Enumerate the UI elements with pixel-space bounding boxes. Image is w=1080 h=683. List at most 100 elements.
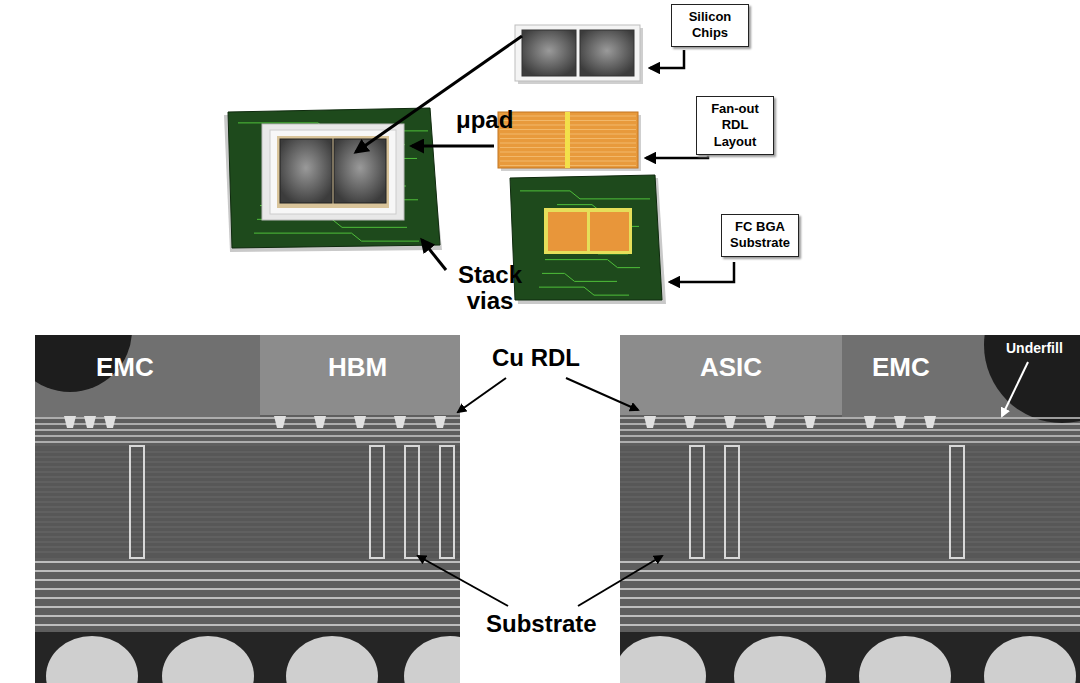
texture-line bbox=[620, 579, 1080, 581]
texture-line bbox=[35, 579, 460, 581]
drawing-rect bbox=[620, 335, 842, 415]
texture-polygon bbox=[724, 416, 736, 428]
drawing-rect bbox=[260, 335, 460, 415]
texture-line bbox=[620, 624, 1080, 626]
texture-polygon bbox=[84, 416, 96, 428]
drawing-line bbox=[1002, 362, 1028, 416]
region-label: Underfill bbox=[1006, 340, 1063, 356]
drawing-rect bbox=[262, 124, 404, 220]
fc-bga-substrate-tile bbox=[510, 175, 666, 304]
texture-rect bbox=[950, 446, 964, 558]
texture-polygon bbox=[354, 416, 366, 428]
texture-polygon bbox=[894, 416, 906, 428]
drawing-rect bbox=[580, 30, 634, 76]
drawing-rect bbox=[35, 335, 460, 683]
texture-rect bbox=[690, 446, 704, 558]
texture-rect bbox=[405, 446, 419, 558]
texture-line bbox=[35, 537, 460, 538]
fan-out-rdl-tile bbox=[498, 112, 641, 171]
drawing-ellipse bbox=[404, 636, 460, 683]
texture-line bbox=[620, 588, 1080, 590]
texture-polygon bbox=[394, 416, 406, 428]
texture-line bbox=[620, 570, 1080, 572]
texture-polyline bbox=[545, 260, 640, 268]
texture-polygon bbox=[314, 416, 326, 428]
texture-line bbox=[35, 552, 460, 553]
drawing-g bbox=[620, 416, 1080, 625]
drawing-ellipse bbox=[984, 636, 1076, 683]
texture-line bbox=[35, 507, 460, 508]
texture-polygon bbox=[804, 416, 816, 428]
region-label: HBM bbox=[328, 352, 387, 383]
texture-line bbox=[35, 487, 460, 488]
texture-line bbox=[35, 462, 460, 463]
drawing-ellipse bbox=[859, 636, 951, 683]
drawing-ellipse bbox=[286, 636, 378, 683]
region-label: EMC bbox=[96, 352, 154, 383]
texture-line bbox=[35, 467, 460, 468]
texture-rect bbox=[440, 446, 454, 558]
drawing-line bbox=[418, 556, 508, 606]
drawing-line bbox=[422, 240, 446, 270]
drawing-rect bbox=[515, 25, 640, 81]
texture-line bbox=[35, 429, 460, 431]
callout-text: FC BGA Substrate bbox=[727, 219, 793, 252]
callout-box: Fan-out RDL Layout bbox=[696, 96, 774, 155]
drawing-rect bbox=[518, 28, 643, 84]
drawing-g bbox=[35, 416, 460, 625]
texture-line bbox=[35, 497, 460, 498]
drawing-rect bbox=[565, 112, 570, 168]
texture-line bbox=[35, 482, 460, 483]
texture-polyline bbox=[539, 287, 629, 295]
drawing-rect bbox=[498, 112, 638, 168]
texture-line bbox=[35, 441, 460, 443]
drawing-polyline bbox=[650, 50, 684, 68]
texture-polygon bbox=[764, 416, 776, 428]
texture-line bbox=[620, 606, 1080, 608]
texture-line bbox=[35, 606, 460, 608]
drawing-rect bbox=[548, 212, 587, 251]
texture-rect bbox=[725, 446, 739, 558]
sem-photo-right bbox=[620, 335, 1080, 683]
leader-arrows bbox=[418, 378, 662, 606]
drawing-line bbox=[458, 378, 506, 412]
texture-line bbox=[620, 441, 1080, 443]
region-label: ASIC bbox=[700, 352, 762, 383]
texture-line bbox=[35, 547, 460, 548]
texture-line bbox=[35, 472, 460, 473]
drawing-rect bbox=[277, 136, 389, 208]
callout-box: FC BGA Substrate bbox=[721, 214, 799, 257]
drawing-polygon bbox=[510, 175, 662, 300]
texture-line bbox=[35, 492, 460, 493]
texture-line bbox=[620, 561, 1080, 563]
texture-rect bbox=[35, 446, 460, 558]
callout-text: Fan-out RDL Layout bbox=[702, 101, 768, 150]
drawing-ellipse bbox=[162, 636, 254, 683]
drawing-g bbox=[520, 191, 650, 295]
texture-line bbox=[35, 588, 460, 590]
drawing-ellipse bbox=[620, 636, 706, 683]
drawing-rect bbox=[544, 208, 632, 254]
texture-line bbox=[620, 435, 1080, 437]
drawing-g bbox=[238, 123, 428, 241]
texture-line bbox=[35, 527, 460, 528]
texture-line bbox=[35, 522, 460, 523]
drawing-circle bbox=[984, 335, 1080, 423]
callout-text: Silicon Chips bbox=[677, 9, 743, 42]
texture-polygon bbox=[864, 416, 876, 428]
texture-line bbox=[35, 615, 460, 617]
drawing-line bbox=[356, 36, 522, 152]
texture-polyline bbox=[542, 273, 617, 281]
texture-rect bbox=[130, 446, 144, 558]
texture-line bbox=[35, 517, 460, 518]
texture-line bbox=[620, 615, 1080, 617]
texture-polygon bbox=[274, 416, 286, 428]
drawing-rect bbox=[270, 130, 396, 214]
texture-line bbox=[35, 435, 460, 437]
texture-line bbox=[35, 624, 460, 626]
assembly-arrows bbox=[356, 36, 522, 270]
texture-polygon bbox=[104, 416, 116, 428]
part-label: Cu RDL bbox=[492, 344, 580, 372]
texture-line bbox=[35, 477, 460, 478]
drawing-line bbox=[412, 145, 494, 148]
